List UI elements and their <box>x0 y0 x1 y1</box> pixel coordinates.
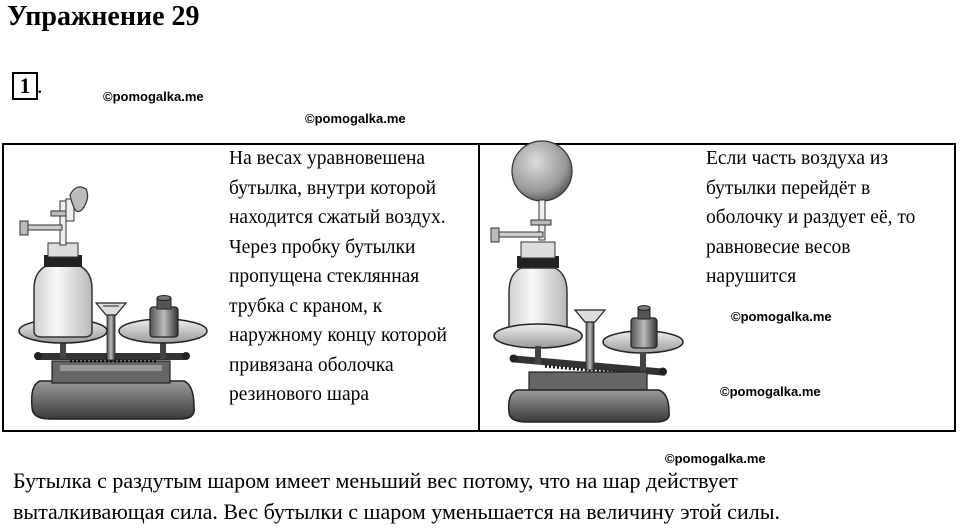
caption-line: оболочку и раздует её, то <box>706 207 916 228</box>
answer-line: Бутылка с раздутым шаром имеет меньший в… <box>13 468 738 493</box>
caption-line: равновесие весов <box>706 236 851 258</box>
watermark: ©pomogalka.me <box>103 89 204 104</box>
caption-line: пропущена стеклянная <box>229 266 420 287</box>
watermark: ©pomogalka.me <box>665 451 766 466</box>
frame-divider <box>478 143 480 432</box>
answer-line: выталкивающая сила. Вес бутылки с шаром … <box>13 499 780 524</box>
caption-line: находится сжатый воздух. <box>229 207 446 228</box>
balance-scale-icon <box>490 140 684 423</box>
caption-line: наружному концу которой <box>229 325 447 346</box>
page-title: Упражнение 29 <box>7 1 200 32</box>
task-number-dot: . <box>37 73 43 98</box>
task-number: 1 <box>12 72 38 100</box>
caption-line: бутылки перейдёт в <box>706 177 871 199</box>
watermark: ©pomogalka.me <box>731 309 832 324</box>
caption-line: нарушится <box>706 266 797 287</box>
caption-line: Через пробку бутылки <box>229 236 416 258</box>
caption-line: привязана оболочка <box>229 354 394 376</box>
caption-line: бутылка, внутри которой <box>229 177 437 199</box>
watermark: ©pomogalka.me <box>720 384 821 399</box>
caption-line: На весах уравновешена <box>229 148 426 169</box>
right-caption: Если часть воздуха из бутылки перейдёт в… <box>706 144 915 292</box>
answer-text: Бутылка с раздутым шаром имеет меньший в… <box>13 465 780 527</box>
left-caption: На весах уравновешена бутылка, внутри ко… <box>229 144 447 410</box>
balance-scale-icon <box>18 186 208 420</box>
watermark: ©pomogalka.me <box>305 111 406 126</box>
caption-line: Если часть воздуха из <box>706 148 889 169</box>
caption-line: резинового шара <box>229 384 370 405</box>
caption-line: трубка с краном, к <box>229 295 383 317</box>
